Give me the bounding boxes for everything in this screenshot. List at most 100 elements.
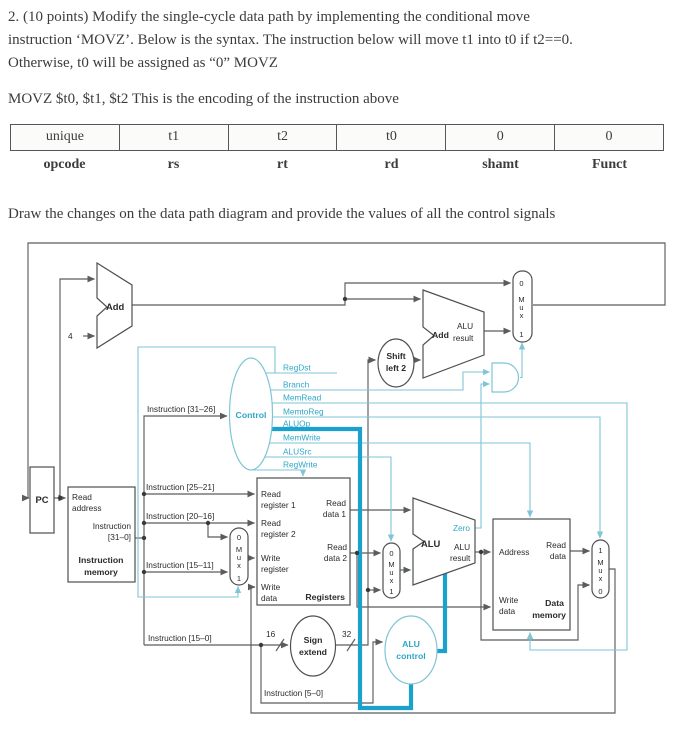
encoding-intro-line: MOVZ $t0, $t1, $t2 This is the encoding … (8, 91, 399, 107)
encoding-field-cell: rt (277, 157, 288, 172)
wire-instr-20-16-to-mux (207, 523, 229, 541)
junction-dot (57, 495, 63, 501)
encoding-value-cell: 0 (445, 124, 555, 151)
junction-dot (141, 520, 147, 526)
pc-label: PC (35, 494, 48, 505)
alu-result-label: ALU (454, 542, 470, 552)
dmem-name2: memory (532, 610, 566, 620)
regs-readreg1-label2: register 1 (261, 500, 296, 510)
regs-readreg1-label: Read (261, 489, 281, 499)
signal-regdst (137, 346, 276, 598)
regs-readreg2-label2: register 2 (261, 529, 296, 539)
junction-dot (258, 642, 264, 648)
wire-writeback (247, 568, 616, 714)
alusrc-mux (382, 542, 401, 599)
regdst-mux-1: 1 (237, 574, 241, 583)
highlight-alucontrol-to-alu (437, 572, 448, 654)
regs-readdata1-label2: data 1 (323, 509, 346, 519)
control-label: Control (236, 410, 267, 420)
regs-writedata-label: Write (261, 582, 281, 592)
memtoreg-mux-m: M (597, 558, 603, 567)
regs-readdata2-label2: data 2 (324, 553, 347, 563)
wire-aluresult-to-wbmux (480, 552, 591, 641)
draw-instruction-line: Draw the changes on the data path diagra… (8, 206, 556, 222)
signal-label-alusrc: ALUSrc (283, 447, 312, 457)
imem-out-label2: [31–0] (108, 532, 131, 542)
registers-box (256, 477, 351, 606)
imem-out-label: Instruction (93, 521, 132, 531)
encoding-fields-row: opcode rs rt rd shamt Funct (10, 151, 664, 177)
sign-extend-label2: extend (299, 647, 327, 657)
memtoreg-mux (591, 539, 610, 599)
alusrc-mux-0: 0 (389, 549, 393, 558)
regdst-mux (229, 527, 249, 586)
instr-25-21-label: Instruction [25–21] (146, 482, 214, 492)
signal-label-branch: Branch (283, 380, 310, 390)
alusrc-mux-u: u (389, 568, 393, 577)
dmem-address-label: Address (499, 547, 529, 557)
dmem-writedata-label2: data (499, 606, 516, 616)
regdst-mux-m: M (236, 545, 242, 554)
wire-zero-to-and (475, 380, 491, 529)
wire-and-to-muxselect (518, 342, 526, 379)
pc-adder-shape (96, 261, 133, 350)
signal-regwrite (253, 469, 307, 477)
regdst-mux-u: u (237, 553, 241, 562)
encoding-field-cell: Funct (592, 157, 627, 172)
encoding-value-cell: t0 (336, 124, 446, 151)
junction-dot (141, 491, 147, 497)
alu-result-label2: result (450, 553, 471, 563)
alu-shape (412, 497, 476, 586)
junction-dot (141, 535, 147, 541)
wire-pc-to-add4 (59, 275, 96, 498)
encoding-value-cell: t1 (118, 124, 228, 151)
encoding-field-cell: rs (167, 157, 180, 172)
regs-writedata-label2: data (261, 593, 278, 603)
memtoreg-mux-x: x (599, 574, 603, 583)
shift-left-2-oval (377, 338, 415, 388)
pcsrc-mux-m: M (518, 295, 524, 304)
wire-signext-to-shift (336, 356, 377, 646)
alusrc-mux-1: 1 (389, 587, 393, 596)
dmem-name: Data (545, 598, 564, 608)
junction-dot (478, 549, 484, 555)
imem-name: Instruction (79, 555, 124, 565)
signal-label-memwrite: MemWrite (283, 433, 321, 443)
memtoreg-mux-u: u (598, 566, 602, 575)
imem-readaddr-label2: address (72, 503, 102, 513)
signal-label-memtoreg: MemtoReg (283, 407, 324, 417)
branch-adder-result-label2: result (453, 333, 474, 343)
pc-box (29, 466, 55, 534)
shift-left-2-label2: left 2 (386, 363, 406, 373)
control-oval (228, 357, 274, 471)
signal-alusrc (265, 456, 395, 542)
regs-writereg-label: Write (261, 553, 281, 563)
regs-readdata2-label: Read (327, 542, 347, 552)
registers-name: Registers (305, 592, 345, 602)
signal-label-regdst: RegDst (283, 363, 311, 373)
regs-writereg-label2: register (261, 564, 289, 574)
alu-control-label: ALU (402, 639, 420, 649)
sign-extend-label: Sign (304, 635, 323, 645)
const4-label: 4 (68, 331, 73, 341)
sign-extend-oval (289, 615, 337, 677)
branch-adder-shape (422, 289, 485, 379)
instr-15-11-label: Instruction [15–11] (146, 560, 214, 570)
wire-instr-5-0 (260, 638, 384, 704)
instr-20-16-label: Instruction [20–16] (146, 511, 214, 521)
branch-adder-result-label: ALU (457, 321, 473, 331)
bus-width-16: 16 (266, 629, 276, 639)
question-line-3: Otherwise, t0 will be assigned as “0” MO… (8, 55, 278, 71)
dmem-readdata-label: Read (546, 540, 566, 550)
wire-pc-feedback (21, 242, 666, 502)
junction-dot (342, 296, 348, 302)
branch-adder-label: Add (432, 330, 449, 340)
imem-name2: memory (84, 567, 118, 577)
bus-width-16-slash (275, 638, 285, 652)
bus-width-32-slash (346, 638, 356, 652)
pc-adder-label: Add (106, 301, 124, 312)
dmem-writedata-label: Write (499, 595, 519, 605)
signal-memtoreg (272, 416, 604, 539)
